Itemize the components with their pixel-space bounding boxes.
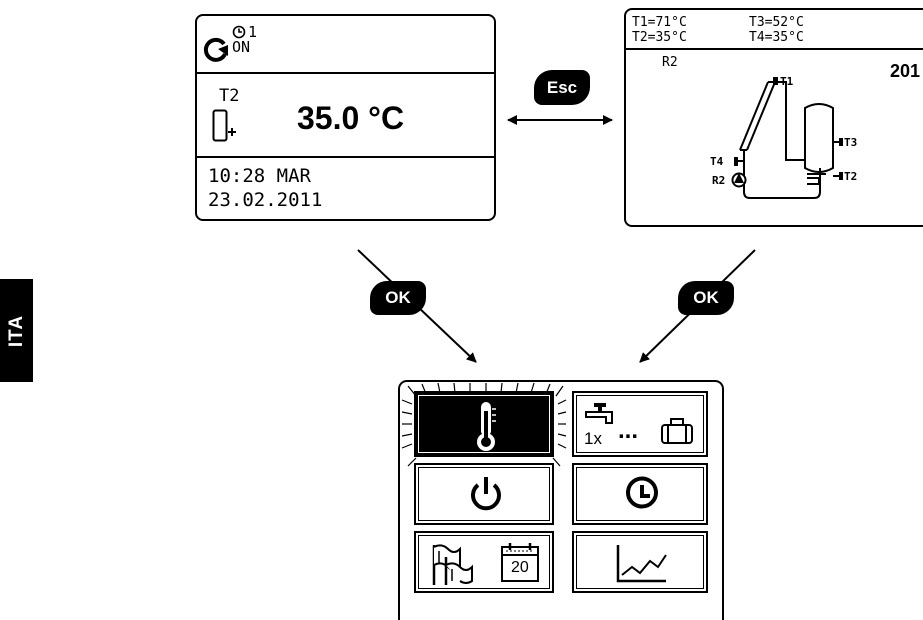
menu-temperature-button[interactable] bbox=[414, 391, 554, 457]
output-label: R2 bbox=[662, 55, 678, 70]
date-line: 23.02.2011 bbox=[208, 189, 323, 211]
timer-clock-icon bbox=[232, 25, 246, 39]
time-line: 10:28 MAR bbox=[208, 165, 311, 187]
one-time-label: 1x bbox=[584, 429, 602, 448]
temperature-value: 35.0 °C bbox=[297, 100, 405, 136]
sensor-t2-label: T2 bbox=[844, 170, 857, 183]
supply-pipe bbox=[743, 150, 821, 199]
main-menu-screen: 1x ... bbox=[398, 380, 724, 620]
sensor-t4-marker bbox=[734, 157, 738, 166]
menu-calendar-button[interactable]: 20 bbox=[414, 531, 554, 593]
solar-system-diagram: T1 T3 T2 T4 R2 bbox=[710, 75, 857, 199]
ok-key-right[interactable]: OK bbox=[678, 281, 734, 315]
t4-reading: T4=35°C bbox=[749, 30, 804, 45]
thermometer-icon bbox=[477, 402, 496, 451]
ellipsis-text: ... bbox=[618, 417, 639, 444]
menu-statistics-button[interactable] bbox=[572, 531, 708, 593]
t3-reading: T3=52°C bbox=[749, 15, 804, 30]
clock-icon bbox=[626, 476, 658, 509]
pump-r2-label: R2 bbox=[712, 174, 725, 187]
solar-collector bbox=[739, 81, 776, 151]
flags-icon bbox=[432, 544, 473, 585]
calendar-day-label: 20 bbox=[511, 559, 529, 576]
top-divider bbox=[197, 72, 494, 74]
ok-key-left[interactable]: OK bbox=[370, 281, 426, 315]
menu-one-time-holiday-button[interactable]: 1x ... bbox=[572, 391, 708, 457]
hydraulic-scheme-screen: T1=71°C T3=52°C T2=35°C T4=35°C R2 201 T… bbox=[624, 8, 923, 227]
timer-number: 1 bbox=[248, 23, 258, 41]
main-display-screen: 1 ON T2 35.0 °C 10:28 MAR 23.02.2011 bbox=[195, 14, 496, 221]
bottom-divider bbox=[197, 156, 494, 158]
heat-exchanger bbox=[807, 173, 826, 185]
menu-on-off-button[interactable] bbox=[414, 463, 554, 525]
sensor-t3-label: T3 bbox=[844, 136, 857, 149]
sensor-t2-marker bbox=[839, 172, 843, 180]
calendar-icon bbox=[501, 543, 539, 582]
pump-icon bbox=[731, 172, 747, 188]
power-icon bbox=[471, 477, 501, 511]
storage-tank bbox=[804, 103, 834, 173]
t1-reading: T1=71°C bbox=[632, 15, 687, 30]
line-graph-icon bbox=[616, 545, 667, 583]
scheme-number: 201 bbox=[890, 61, 921, 81]
sensor-t4-label: T4 bbox=[710, 155, 724, 168]
timer-status: ON bbox=[232, 38, 251, 56]
sensor-t3-marker bbox=[839, 138, 843, 146]
return-pipe bbox=[775, 81, 805, 161]
circulation-icon bbox=[203, 37, 228, 62]
menu-timer-button[interactable] bbox=[572, 463, 708, 525]
language-tab: ITA bbox=[0, 279, 33, 382]
tank-sensor-icon bbox=[212, 109, 236, 142]
esc-key[interactable]: Esc bbox=[534, 70, 590, 105]
tap-icon bbox=[585, 403, 613, 424]
sensor-label: T2 bbox=[219, 86, 240, 106]
suitcase-icon bbox=[661, 418, 693, 444]
t2-reading: T2=35°C bbox=[632, 30, 687, 45]
scheme-divider bbox=[626, 48, 923, 50]
